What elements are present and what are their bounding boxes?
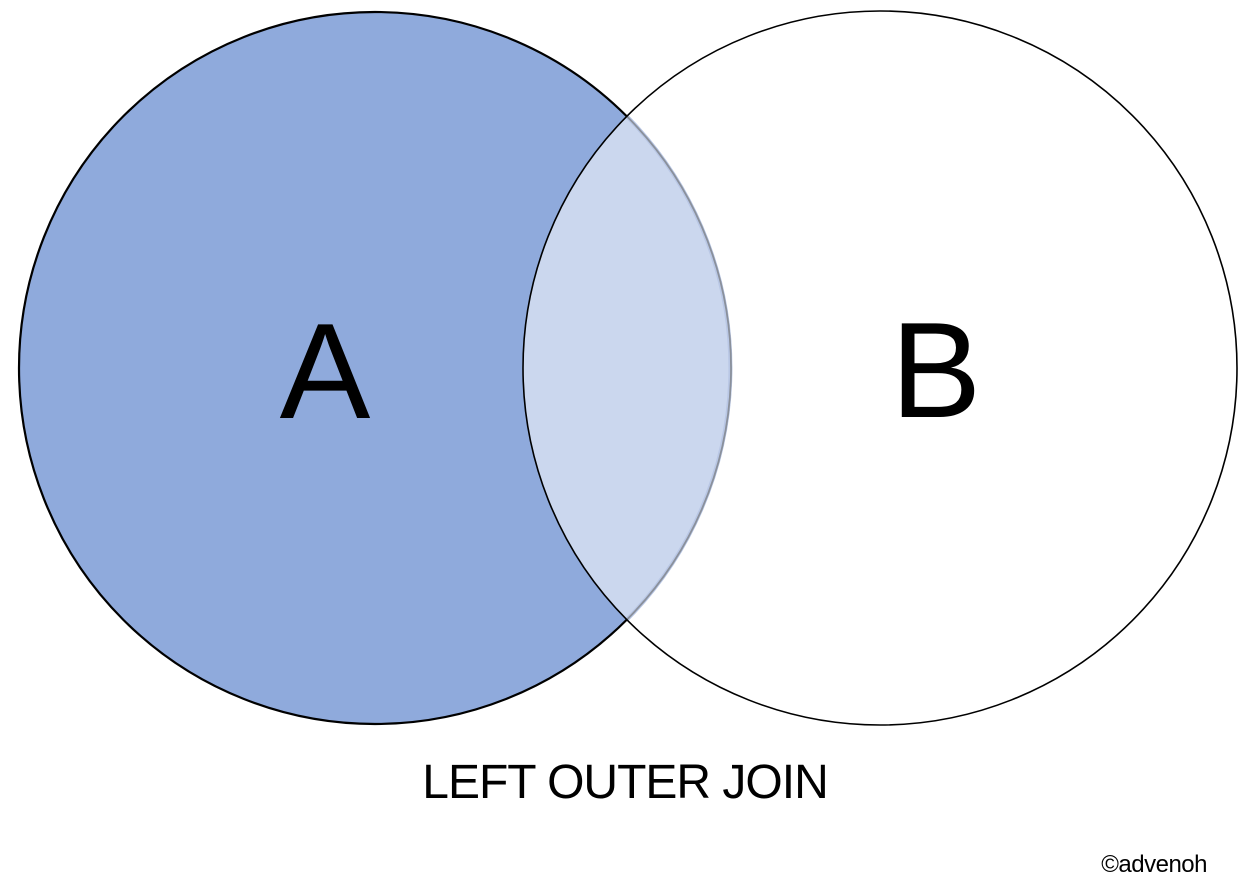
intersection-edge-arc [626,115,732,621]
circle-b [522,10,1238,726]
intersection-region [522,116,732,620]
join-title: LEFT OUTER JOIN [422,756,828,809]
circle-a-label: A [280,295,371,447]
circle-b-label: B [891,294,982,446]
copyright-watermark: ©advenoh [1101,851,1207,878]
